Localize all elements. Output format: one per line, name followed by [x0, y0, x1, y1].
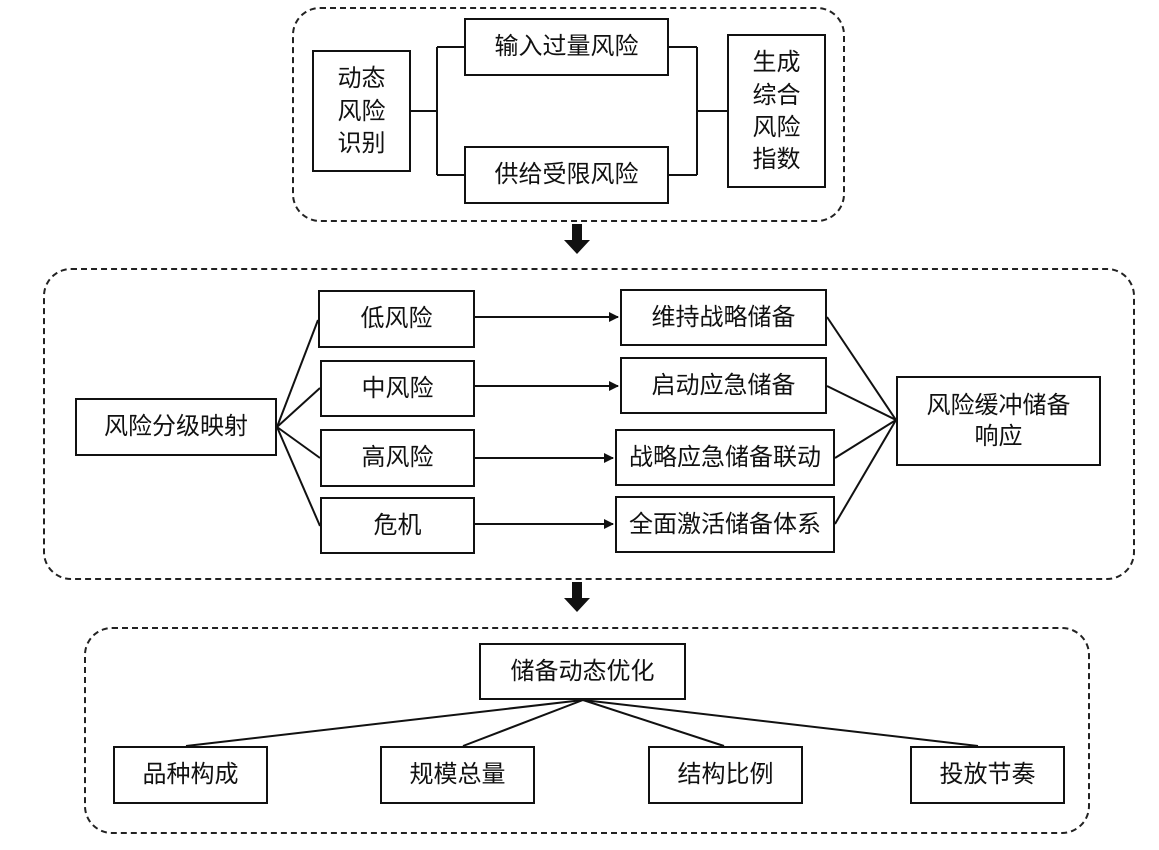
- down-arrow-1: [564, 224, 590, 254]
- supply-limited-risk-box: 供给受限风险: [464, 146, 669, 204]
- structure-ratio-box: 结构比例: [648, 746, 803, 804]
- level-medium-box: 中风险: [320, 360, 475, 417]
- fan-in-2: [826, 385, 897, 421]
- tree-4: [582, 699, 979, 747]
- tree-1: [185, 699, 584, 747]
- level-high-box: 高风险: [320, 429, 475, 487]
- risk-grading-mapping-box: 风险分级映射: [75, 398, 277, 456]
- level-crisis-box: 危机: [320, 497, 475, 554]
- fan-to-low: [276, 319, 319, 428]
- down-arrow-2: [564, 582, 590, 612]
- input-excess-risk-box: 输入过量风险: [464, 18, 669, 76]
- fan-in-1: [826, 316, 897, 421]
- dynamic-risk-identification-box: 动态 风险 识别: [312, 50, 411, 172]
- action-linkage-box: 战略应急储备联动: [615, 429, 835, 486]
- tree-2: [462, 699, 584, 747]
- level-low-box: 低风险: [318, 290, 475, 348]
- fan-in-3: [834, 419, 897, 459]
- composite-risk-index-box: 生成 综合 风险 指数: [727, 34, 826, 188]
- identify-fork-left: [411, 46, 464, 176]
- scale-total-box: 规模总量: [380, 746, 535, 804]
- identify-merge-right: [669, 46, 727, 176]
- fan-to-crisis: [276, 426, 321, 527]
- variety-composition-box: 品种构成: [113, 746, 268, 804]
- risk-mapping-group: [43, 268, 1135, 580]
- risk-identification-group: [292, 7, 845, 222]
- reserve-optimization-group: [84, 627, 1090, 834]
- tree-3: [582, 699, 725, 747]
- action-full-activation-box: 全面激活储备体系: [615, 496, 835, 553]
- reserve-dynamic-optimization-box: 储备动态优化: [479, 643, 686, 700]
- fan-to-mid: [276, 387, 321, 428]
- fan-in-4: [834, 419, 897, 525]
- action-maintain-box: 维持战略储备: [620, 289, 827, 346]
- buffer-reserve-response-box: 风险缓冲储备 响应: [896, 376, 1101, 466]
- fan-to-high: [276, 426, 321, 459]
- action-start-emergency-box: 启动应急储备: [620, 357, 827, 414]
- release-rhythm-box: 投放节奏: [910, 746, 1065, 804]
